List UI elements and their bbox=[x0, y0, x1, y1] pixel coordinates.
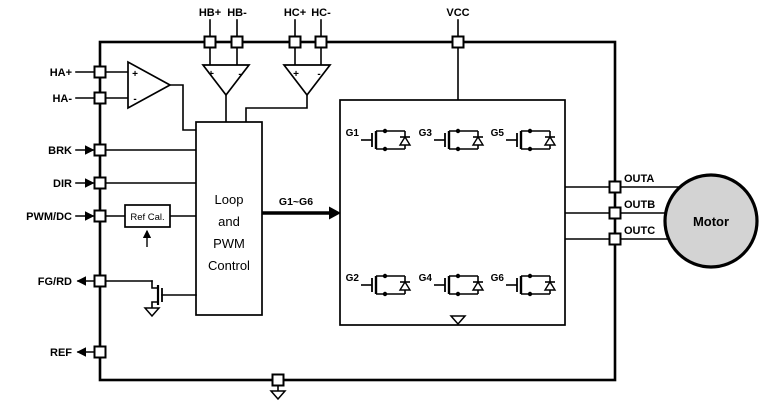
pin-hc-minus bbox=[314, 35, 328, 49]
ref-cal-block bbox=[124, 204, 171, 228]
loop-pwm-text-line1: Loop bbox=[215, 192, 244, 207]
hb-minus-sign: - bbox=[238, 69, 241, 80]
motor-label: Motor bbox=[693, 214, 729, 229]
pin-label-ha-plus: HA+ bbox=[50, 67, 72, 79]
pin-label-hc-minus: HC- bbox=[311, 7, 331, 19]
gate-label-g2: G2 bbox=[346, 273, 360, 284]
gate-label-g4: G4 bbox=[419, 273, 433, 284]
gate-label-g6: G6 bbox=[491, 273, 505, 284]
hc-minus-sign: - bbox=[317, 69, 320, 80]
pins bbox=[93, 35, 622, 387]
pin-hb-minus bbox=[230, 35, 244, 49]
pin-vcc bbox=[451, 35, 465, 49]
pin-label-ha-minus: HA- bbox=[52, 93, 72, 105]
ha-minus-sign: - bbox=[133, 94, 136, 105]
pin-outc bbox=[608, 232, 622, 246]
hb-plus-sign: + bbox=[208, 69, 214, 80]
pin-hc-plus bbox=[288, 35, 302, 49]
ha-plus-sign: + bbox=[132, 69, 138, 80]
comparator-ha bbox=[127, 60, 172, 110]
chip-ground-symbol-icon bbox=[270, 390, 286, 400]
pin-label-dir: DIR bbox=[53, 178, 72, 190]
loop-pwm-text-line4: Control bbox=[208, 258, 250, 273]
pin-brk bbox=[93, 143, 107, 157]
gate-label-g3: G3 bbox=[419, 128, 433, 139]
gate-bus-label: G1~G6 bbox=[279, 196, 313, 208]
pin-outb bbox=[608, 206, 622, 220]
comparator-hb bbox=[201, 64, 251, 97]
gate-label-g1: G1 bbox=[346, 128, 360, 139]
motor-circle bbox=[663, 173, 759, 269]
comparator-hc bbox=[282, 64, 332, 97]
pin-pwm-dc bbox=[93, 209, 107, 223]
ref-cal-label: Ref Cal. bbox=[130, 212, 164, 223]
pin-ref bbox=[93, 345, 107, 359]
pin-label-outa: OUTA bbox=[624, 173, 654, 185]
hc-plus-sign: + bbox=[293, 69, 299, 80]
loop-pwm-text-line3: PWM bbox=[213, 236, 245, 251]
pin-ha-plus bbox=[93, 65, 107, 79]
pin-hb-plus bbox=[203, 35, 217, 49]
fg-output-transistor bbox=[144, 280, 197, 317]
pin-label-brk: BRK bbox=[48, 145, 72, 157]
pin-fg-rd bbox=[93, 274, 107, 288]
gate-bus-arrow-icon bbox=[262, 206, 341, 220]
pin-label-ref: REF bbox=[50, 347, 72, 359]
pin-label-outc: OUTC bbox=[624, 225, 655, 237]
pin-label-outb: OUTB bbox=[624, 199, 655, 211]
loop-pwm-control-block bbox=[195, 121, 263, 316]
pin-outa bbox=[608, 180, 622, 194]
pin-label-pwm-dc: PWM/DC bbox=[26, 211, 72, 223]
ground-symbol-icon bbox=[144, 307, 160, 317]
gate-label-g5: G5 bbox=[491, 128, 505, 139]
bridge-box bbox=[339, 99, 566, 326]
external-leads bbox=[75, 19, 459, 357]
pin-gnd bbox=[271, 373, 285, 387]
pin-label-hc-plus: HC+ bbox=[284, 7, 306, 19]
pin-label-fg-rd: FG/RD bbox=[38, 276, 72, 288]
pin-label-hb-plus: HB+ bbox=[199, 7, 221, 19]
pin-label-vcc: VCC bbox=[446, 7, 469, 19]
pin-ha-minus bbox=[93, 91, 107, 105]
pin-label-hb-minus: HB- bbox=[227, 7, 247, 19]
pin-dir bbox=[93, 176, 107, 190]
loop-pwm-text-line2: and bbox=[218, 214, 240, 229]
